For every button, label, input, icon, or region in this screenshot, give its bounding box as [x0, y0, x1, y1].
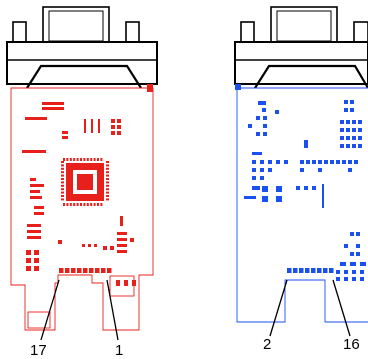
pin-label-1: 1: [115, 342, 124, 359]
ic-pin: [61, 174, 64, 177]
ic-pin: [106, 195, 109, 197]
ic-pin: [106, 181, 109, 184]
ic-pin: [73, 158, 76, 161]
pin-label-16: 16: [343, 336, 360, 353]
ic-pin: [106, 174, 109, 177]
top-edge-pin: [89, 268, 94, 273]
ic-pin: [61, 191, 64, 194]
top-edge-pin: [71, 268, 76, 273]
ic-pin: [63, 158, 65, 161]
ic-pin: [61, 171, 64, 174]
bottom-edge-pin: [323, 268, 328, 273]
ic-pin: [100, 203, 103, 206]
ic-pin: [61, 181, 64, 184]
ic-pin: [61, 178, 64, 180]
bottom-edge-pin: [317, 268, 322, 273]
leader-line-1: [106, 279, 119, 341]
top-edge-pin: [59, 268, 64, 273]
ic-pin: [106, 164, 109, 167]
ic-pin: [61, 164, 64, 167]
leader-line-17: [40, 279, 60, 341]
leader-line-16: [332, 279, 351, 337]
edge-pin-rows: [59, 268, 334, 273]
ic-pin: [100, 158, 103, 161]
leader-line-2: [269, 279, 288, 337]
top-side-view: [6, 6, 158, 331]
pin-label-2: 2: [263, 336, 272, 353]
ic-pin: [66, 158, 69, 161]
tab-details-left: [27, 275, 135, 329]
ic-pin: [106, 198, 109, 201]
bottom-edge-pin: [299, 268, 304, 273]
ic-pin: [76, 158, 79, 161]
ic-pin: [97, 158, 99, 161]
ic-pin: [61, 188, 64, 191]
ic-pin: [63, 203, 65, 206]
ic-pin: [106, 178, 109, 180]
leader-lines: [40, 279, 351, 341]
ic-pin: [76, 203, 79, 206]
ic-pin: [73, 203, 76, 206]
bottom-layer-pads: [244, 100, 366, 281]
bottom-edge-pin: [311, 268, 316, 273]
top-layer-pads: [22, 102, 136, 286]
ic-pin: [106, 188, 109, 191]
bottom-edge-pin: [329, 268, 334, 273]
top-edge-pin: [65, 268, 70, 273]
ic-pin: [61, 167, 64, 170]
ic-pin: [90, 158, 93, 161]
connector-shell-left: [6, 6, 158, 89]
connector-shell-right: [234, 6, 368, 89]
ic-pin: [61, 161, 64, 163]
ic-pin: [69, 158, 72, 161]
pcb-outline-right: [236, 87, 368, 323]
top-edge-pin: [95, 268, 100, 273]
corner-pad-left: [147, 84, 153, 92]
ic-pin: [106, 171, 109, 174]
ic-pin: [80, 158, 82, 161]
pcb-outline-left: [10, 87, 154, 331]
ic-pin: [93, 158, 96, 161]
ic-pin: [93, 203, 96, 206]
top-edge-pin: [107, 268, 112, 273]
ic-pin: [83, 203, 86, 206]
ic-pin: [83, 158, 86, 161]
ic-pin: [66, 203, 69, 206]
ic-pin: [69, 203, 72, 206]
top-edge-pin: [77, 268, 82, 273]
ic-pin: [61, 184, 64, 187]
ic-pin: [61, 198, 64, 201]
top-edge-pin: [101, 268, 106, 273]
ic-pin: [97, 203, 99, 206]
corner-pad-right: [235, 84, 241, 90]
pin-label-17: 17: [30, 342, 47, 359]
ic-pin: [86, 203, 89, 206]
top-edge-pin: [83, 268, 88, 273]
ic-pin: [80, 203, 82, 206]
ic-pin: [106, 191, 109, 194]
bottom-edge-pin: [305, 268, 310, 273]
bottom-edge-pin: [287, 268, 292, 273]
ic-pin: [106, 161, 109, 163]
ic-pin: [106, 167, 109, 170]
bottom-edge-pin: [293, 268, 298, 273]
ic-pin: [90, 203, 93, 206]
bottom-side-view: [234, 6, 368, 323]
ic-pin: [61, 195, 64, 197]
ic-pin: [86, 158, 89, 161]
ic-pin: [106, 184, 109, 187]
